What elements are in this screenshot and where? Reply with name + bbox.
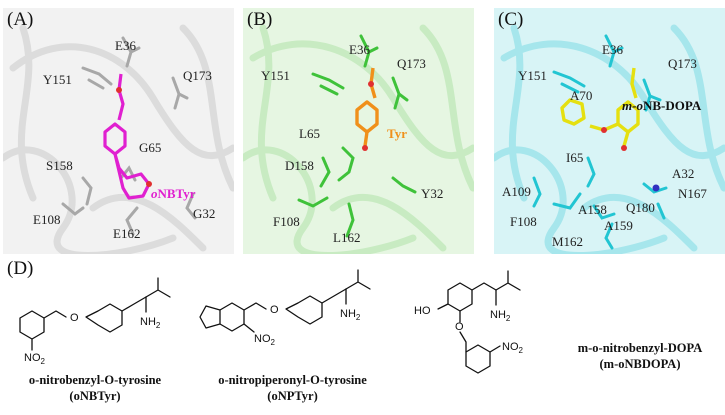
residue-label: E108 (33, 212, 61, 227)
nitro-group: NO2 (502, 341, 524, 355)
residue-label: D158 (285, 158, 314, 173)
compound-abbrev: (oNBTyr) (69, 389, 121, 403)
nitro-group: NO2 (254, 333, 276, 347)
residue-label: N167 (678, 186, 707, 201)
amine-group: NH2 (490, 309, 511, 323)
residue-label: Q173 (397, 56, 426, 71)
residue-label: A32 (672, 166, 695, 181)
amine-group: NH2 (140, 316, 161, 330)
panel-label: (B) (247, 9, 273, 30)
residue-label: A158 (578, 202, 607, 217)
compound-abbrev: (oNPTyr) (267, 389, 318, 403)
residue-label: Y151 (43, 72, 72, 87)
amine-group: NH2 (340, 308, 361, 322)
panel-a: (A) E36 Y151 Q173 G65 S158 G32 E108 E162… (3, 8, 234, 254)
chemical-structures: O O O NH2 NH2 NH2 NO2 NO2 NO2 HO (19, 269, 524, 374)
residue-label: E36 (602, 42, 623, 57)
residue-label: Y151 (518, 68, 547, 83)
compound-caption: o-nitrobenzyl-O-tyrosine (oNBTyr) (10, 372, 180, 404)
residue-label: Q180 (626, 200, 655, 215)
residue-label: A70 (570, 88, 593, 103)
residue-label: L65 (299, 126, 320, 141)
oxygen-atom: O (455, 321, 464, 333)
oxygen-atom: O (270, 304, 279, 316)
compound-name: m-o-nitrobenzyl-DOPA (577, 341, 703, 355)
compound-name: o-nitrobenzyl-O-tyrosine (28, 373, 162, 387)
compound-name: o-nitropiperonyl-O-tyrosine (218, 373, 367, 387)
residue-label: A109 (502, 184, 531, 199)
residue-label: E36 (115, 38, 136, 53)
residue-label: Q173 (183, 68, 212, 83)
panel-label: (C) (498, 9, 524, 30)
panel-c-render (494, 8, 725, 254)
hydroxyl-group: HO (414, 305, 431, 317)
panel-a-render (3, 8, 234, 254)
compound-abbrev: (m-oNBDOPA) (599, 357, 681, 371)
residue-label: E36 (349, 42, 370, 57)
residue-label: G32 (193, 206, 216, 221)
panel-label: (D) (7, 258, 34, 279)
oxygen-atom: O (70, 312, 79, 324)
compound-caption: o-nitropiperonyl-O-tyrosine (oNPTyr) (190, 372, 395, 404)
residue-label: I65 (566, 150, 584, 165)
residue-label: Y32 (421, 186, 444, 201)
residue-label: A159 (604, 218, 633, 233)
ligand-label: m-oNB-DOPA (622, 98, 702, 113)
residue-label: E162 (113, 226, 141, 241)
panel-b: (B) E36 Y151 Q173 L65 D158 Y32 F108 L162… (243, 8, 474, 254)
nitro-group: NO2 (24, 352, 46, 366)
residue-label: Q173 (668, 56, 697, 71)
residue-label: F108 (510, 214, 537, 229)
residue-label: L162 (333, 230, 361, 245)
residue-label: M162 (552, 234, 584, 249)
ligand-label: Tyr (387, 126, 407, 141)
residue-label: F108 (273, 214, 300, 229)
panel-label: (A) (7, 9, 34, 30)
residue-label: S158 (46, 158, 73, 173)
panel-b-render (243, 8, 474, 254)
compound-caption: m-o-nitrobenzyl-DOPA (m-oNBDOPA) (560, 340, 720, 372)
residue-label: Y151 (261, 68, 290, 83)
residue-label: G65 (139, 140, 162, 155)
ligand-label: oNBTyr (151, 186, 196, 201)
panel-c: (C) E36 Y151 A70 Q173 I65 A32 A109 N167 … (494, 8, 725, 254)
